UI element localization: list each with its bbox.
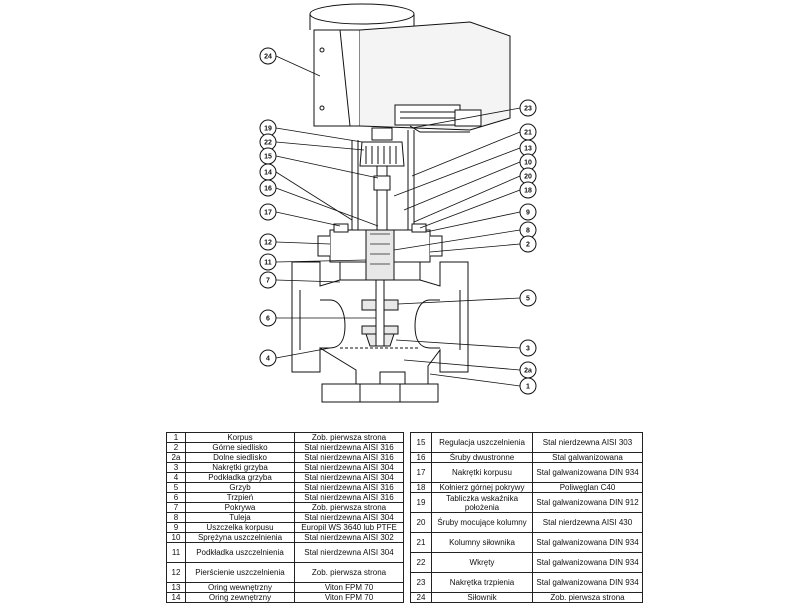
svg-text:5: 5 xyxy=(526,296,530,303)
svg-text:23: 23 xyxy=(524,106,532,113)
svg-text:13: 13 xyxy=(524,146,532,153)
callout-18: 18 xyxy=(519,181,537,199)
svg-text:19: 19 xyxy=(264,126,272,133)
callout-21: 21 xyxy=(519,123,537,141)
svg-text:11: 11 xyxy=(264,260,272,267)
svg-text:8: 8 xyxy=(526,228,530,235)
actuator-housing xyxy=(309,3,511,133)
callout-11: 11 xyxy=(259,253,277,271)
svg-text:3: 3 xyxy=(526,346,530,353)
svg-text:22: 22 xyxy=(264,140,272,147)
svg-text:4: 4 xyxy=(266,356,270,363)
svg-text:20: 20 xyxy=(524,174,532,181)
callout-4: 4 xyxy=(259,349,277,367)
svg-text:15: 15 xyxy=(264,154,272,161)
svg-text:17: 17 xyxy=(264,210,272,217)
svg-text:2a: 2a xyxy=(524,368,532,375)
leader-lines xyxy=(275,55,521,387)
callout-17: 17 xyxy=(259,203,277,221)
svg-text:14: 14 xyxy=(264,170,272,177)
svg-text:7: 7 xyxy=(266,278,270,285)
callout-14: 14 xyxy=(259,163,277,181)
callout-6: 6 xyxy=(259,309,277,327)
svg-text:16: 16 xyxy=(264,186,272,193)
callout-12: 12 xyxy=(259,233,277,251)
svg-text:24: 24 xyxy=(264,54,272,61)
callout-24: 24 xyxy=(259,47,277,65)
svg-text:12: 12 xyxy=(264,240,272,247)
callout-5: 5 xyxy=(519,289,537,307)
callout-3: 3 xyxy=(519,339,537,357)
callout-19: 19 xyxy=(259,119,277,137)
callout-2: 2 xyxy=(519,235,537,253)
svg-text:2: 2 xyxy=(526,242,530,249)
bonnet xyxy=(317,223,443,281)
valve-body xyxy=(291,261,469,403)
svg-text:21: 21 xyxy=(524,130,532,137)
svg-text:6: 6 xyxy=(266,316,270,323)
callout-7: 7 xyxy=(259,271,277,289)
stem-coupling xyxy=(351,127,415,237)
svg-text:1: 1 xyxy=(526,384,530,391)
svg-text:9: 9 xyxy=(526,210,530,217)
callout-2a: 2a xyxy=(519,361,537,379)
callout-1: 1 xyxy=(519,377,537,395)
callout-16: 16 xyxy=(259,179,277,197)
svg-text:10: 10 xyxy=(524,160,532,167)
callout-9: 9 xyxy=(519,203,537,221)
svg-text:18: 18 xyxy=(524,188,532,195)
callout-15: 15 xyxy=(259,147,277,165)
callout-23: 23 xyxy=(519,99,537,117)
valve-exploded-drawing: 24 19 22 15 14 16 17 12 11 7 6 4 23 21 1… xyxy=(259,3,537,403)
